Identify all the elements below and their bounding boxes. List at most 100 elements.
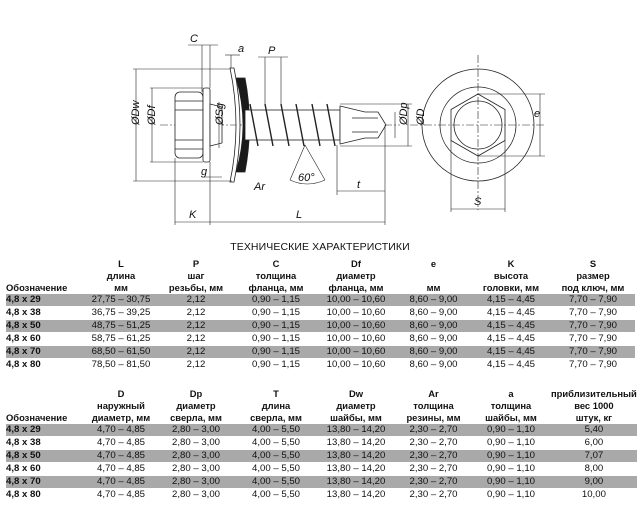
value-cell: 5,40: [551, 424, 637, 437]
value-cell: 4,15 – 4,45: [471, 306, 551, 320]
value-cell: 6,00: [551, 436, 637, 450]
column-header: наружный: [97, 400, 145, 411]
value-cell: 4,15 – 4,45: [471, 294, 551, 307]
value-cell: 36,75 – 39,25: [86, 306, 156, 320]
value-cell: 2,80 – 3,00: [156, 475, 236, 489]
value-cell: 4,00 – 5,50: [236, 424, 316, 437]
value-cell: 4,70 – 4,85: [86, 488, 156, 502]
value-cell: 13,80 – 14,20: [316, 436, 396, 450]
column-header: под ключ, мм: [561, 282, 625, 293]
value-cell: 13,80 – 14,20: [316, 488, 396, 502]
dim-label-dp: ØDp: [398, 102, 410, 126]
value-cell: 0,90 – 1,15: [236, 345, 316, 359]
column-header: диаметр: [176, 400, 216, 411]
value-cell: 0,90 – 1,10: [471, 475, 551, 489]
value-cell: 7,70 – 7,90: [551, 332, 635, 346]
designation-cell: 4,8 x 60: [6, 462, 86, 476]
column-header: толщина: [490, 400, 532, 411]
value-cell: 68,50 – 61,50: [86, 345, 156, 359]
column-header: Обозначение: [6, 412, 68, 423]
value-cell: 2,30 – 2,70: [396, 488, 471, 502]
value-cell: 2,80 – 3,00: [156, 424, 236, 437]
column-header: вес 1000: [574, 400, 614, 411]
value-cell: 2,30 – 2,70: [396, 424, 471, 437]
column-header: C: [272, 258, 280, 269]
column-header: толщина: [413, 400, 454, 411]
value-cell: 0,90 – 1,15: [236, 358, 316, 372]
column-header: Dw: [348, 388, 364, 399]
column-header: Dp: [189, 388, 203, 399]
value-cell: 13,80 – 14,20: [316, 424, 396, 437]
value-cell: 8,60 – 9,00: [396, 294, 471, 307]
value-cell: 0,90 – 1,10: [471, 488, 551, 502]
dim-label-df: ØDf: [146, 105, 158, 127]
designation-cell: 4,8 x 70: [6, 345, 86, 359]
dim-label-sg: ØSg: [214, 102, 226, 126]
column-header: диаметр, мм: [91, 412, 151, 423]
column-header: фланца, мм: [248, 282, 304, 293]
value-cell: 2,30 – 2,70: [396, 449, 471, 463]
value-cell: 10,00 – 10,60: [316, 332, 396, 346]
value-cell: 4,00 – 5,50: [236, 475, 316, 489]
designation-cell: 4,8 x 80: [6, 488, 86, 502]
value-cell: 7,70 – 7,90: [551, 294, 635, 307]
column-header: сверла, мм: [250, 412, 302, 423]
column-header: длина: [261, 400, 291, 411]
threaded-shank: [244, 103, 387, 147]
column-header: [6, 388, 86, 400]
column-header: высота: [493, 270, 529, 281]
dim-label-s: S: [474, 196, 482, 208]
dim-label-k: K: [189, 209, 197, 221]
value-cell: 10,00 – 10,60: [316, 306, 396, 320]
value-cell: 10,00 – 10,60: [316, 358, 396, 372]
column-header: диаметр: [336, 400, 376, 411]
value-cell: 2,12: [156, 294, 236, 307]
value-cell: 0,90 – 1,15: [236, 306, 316, 320]
value-cell: 48,75 – 51,25: [86, 319, 156, 333]
dim-label-dw: ØDw: [130, 100, 142, 127]
column-header: приблизительный: [551, 388, 637, 399]
value-cell: 0,90 – 1,10: [471, 424, 551, 437]
dim-label-t: t: [357, 179, 361, 191]
column-header: a: [508, 388, 514, 399]
value-cell: 4,15 – 4,45: [471, 358, 551, 372]
value-cell: 10,00: [551, 488, 637, 502]
dim-label-angle: 60°: [298, 172, 315, 184]
value-cell: 7,70 – 7,90: [551, 319, 635, 333]
head-end-view: [410, 55, 545, 212]
header-row: наружный диаметр длина диаметр толщина толщин…: [6, 400, 637, 412]
column-header: L: [118, 258, 124, 269]
value-cell: 2,12: [156, 319, 236, 333]
value-cell: 2,30 – 2,70: [396, 436, 471, 450]
column-header: головки, мм: [482, 282, 540, 293]
value-cell: 4,00 – 5,50: [236, 436, 316, 450]
designation-cell: 4,8 x 29: [6, 294, 86, 307]
column-header: длина: [106, 270, 136, 281]
column-header: резьбы, мм: [168, 282, 224, 293]
value-cell: 0,90 – 1,10: [471, 436, 551, 450]
column-header: [6, 270, 86, 282]
value-cell: 0,90 – 1,15: [236, 332, 316, 346]
value-cell: 4,70 – 4,85: [86, 449, 156, 463]
value-cell: 4,15 – 4,45: [471, 319, 551, 333]
dim-label-a: a: [238, 43, 244, 55]
value-cell: 0,90 – 1,10: [471, 462, 551, 476]
value-cell: 8,00: [551, 462, 637, 476]
designation-cell: 4,8 x 70: [6, 475, 86, 489]
value-cell: 4,70 – 4,85: [86, 436, 156, 450]
dim-label-l: L: [296, 209, 302, 221]
column-header: Df: [351, 258, 361, 269]
value-cell: 8,60 – 9,00: [396, 358, 471, 372]
value-cell: 4,15 – 4,45: [471, 332, 551, 346]
column-header: шайбы, мм: [485, 412, 537, 423]
screw-technical-drawing: C a P ØDw ØDf ØSg g Ar 60° ØDp ØD t K L …: [130, 33, 545, 225]
value-cell: 9,00: [551, 475, 637, 489]
